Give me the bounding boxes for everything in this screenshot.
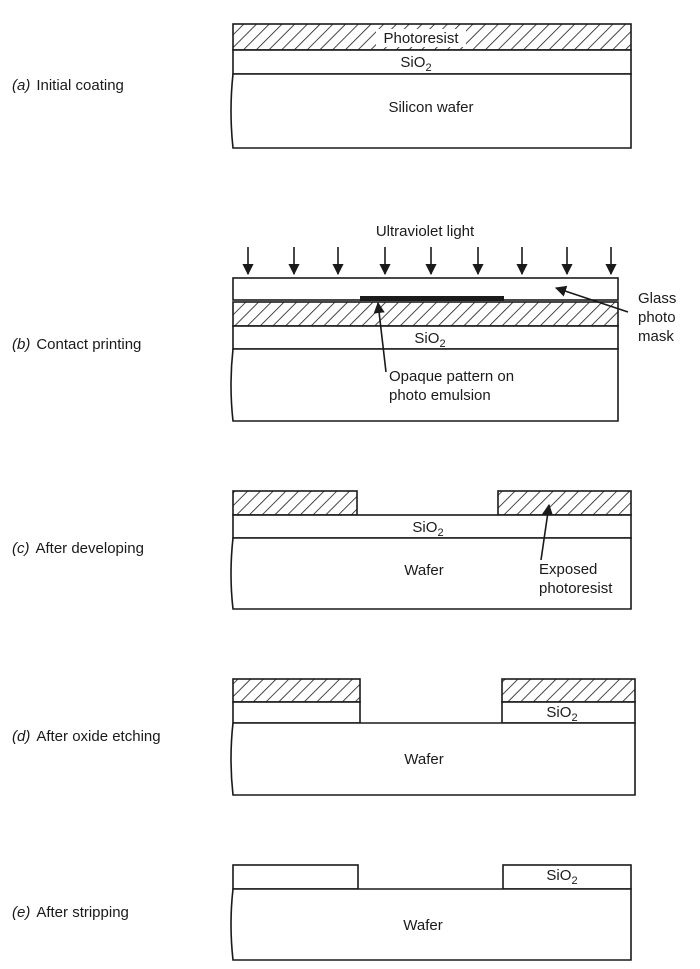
wafer-label: Wafer [404,562,443,579]
silicon-wafer-label: Silicon wafer [388,99,473,116]
glass-mask-label: Glass photo mask [638,290,681,345]
wafer-label: Wafer [403,917,442,934]
step-b: Ultraviolet light SiO2 Glass photo mask … [12,223,681,422]
exposed-photoresist-pointer [540,503,554,561]
step-a: (a)Initial coating Photoresist SiO2 Sili… [12,23,632,149]
step-a-caption: (a)Initial coating [12,77,124,94]
oxide-block-left [232,864,359,890]
step-d: (d)After oxide etching SiO2 Wafer [12,678,636,796]
oxide-label: SiO2 [546,704,577,724]
opaque-pattern [360,296,504,301]
wafer [230,537,632,610]
photoresist-block-left [232,678,361,703]
oxide-label: SiO2 [546,867,577,887]
oxide-block-right [502,864,632,890]
photoresist-label-bg [376,29,466,47]
wafer [230,888,632,961]
opaque-pattern-pointer [373,301,387,373]
silicon-wafer [230,348,619,422]
wafer [230,722,636,796]
step-c: (c)After developing SiO2 Wafer Exposed p… [12,490,632,610]
oxide-layer [232,49,632,75]
exposed-photoresist-label: Exposed photoresist [539,561,613,597]
photoresist-layer [232,301,619,327]
step-b-caption: (b)Contact printing [12,336,141,353]
oxide-label: SiO2 [414,330,445,350]
photoresist-block-right [501,678,636,703]
photoresist-label: Photoresist [383,30,459,47]
step-d-caption: (d)After oxide etching [12,728,161,745]
uv-light-label: Ultraviolet light [376,223,475,240]
opaque-pattern-label: Opaque pattern on photo emulsion [389,368,518,404]
wafer-label: Wafer [404,751,443,768]
oxide-label: SiO2 [400,54,431,74]
photoresist-block-left [232,490,358,516]
silicon-wafer [230,73,632,149]
uv-arrows [242,247,617,276]
oxide-label: SiO2 [412,519,443,539]
glass-mask-pointer [554,285,629,313]
oxide-block-left [232,701,361,724]
step-e-caption: (e)After stripping [12,904,129,921]
step-e: (e)After stripping SiO2 Wafer [12,864,632,961]
photoresist-block-right [497,490,632,516]
step-c-caption: (c)After developing [12,540,144,557]
